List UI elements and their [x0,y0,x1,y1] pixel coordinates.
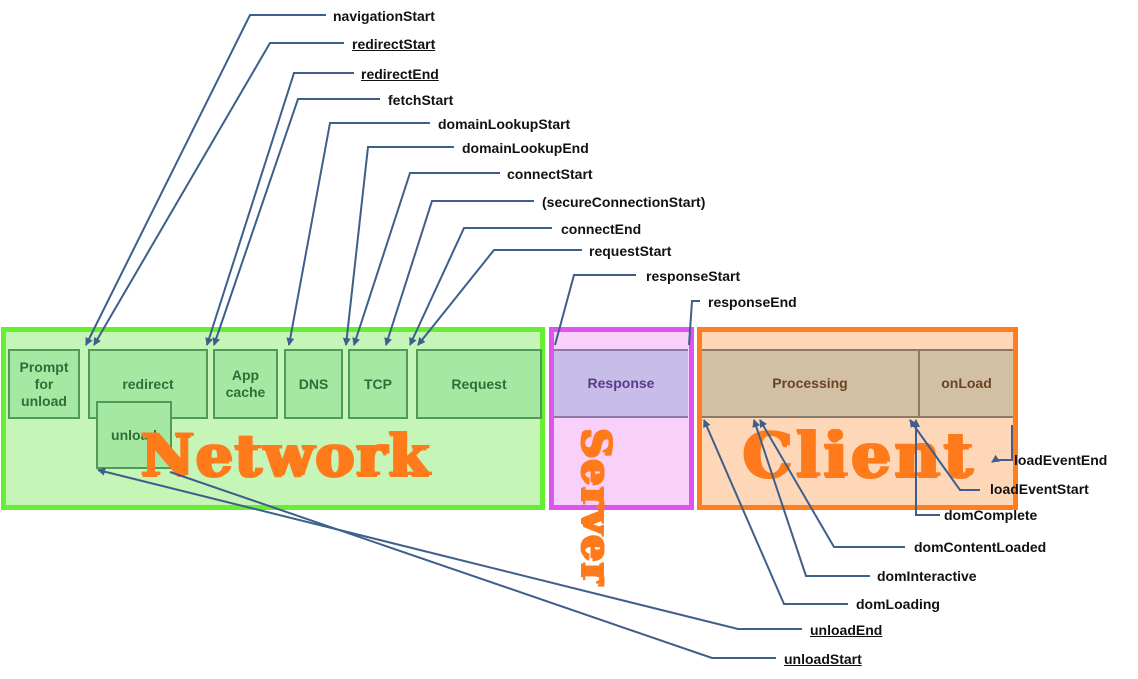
leader-domLoading [703,419,848,605]
phase-onload: onLoad [941,375,992,391]
event-unloadEnd: unloadEnd [810,622,883,638]
event-connectStart: connectStart [507,166,593,182]
leader-domContentLoaded [759,419,905,548]
event-responseEnd: responseEnd [708,294,797,310]
leader-domainLookupEnd [342,146,454,346]
event-connectEnd: connectEnd [561,221,642,237]
phase-prompt-for-unload: Prompt for unload [8,349,80,419]
leader-unloadEnd [97,467,802,630]
phase-request: Request [416,349,542,419]
leader-secureConnectionStart [384,200,534,346]
event-secureConnectionStart: (secureConnectionStart) [542,194,706,210]
event-domainLookupEnd: domainLookupEnd [462,140,589,156]
leader-requestStart [417,249,582,346]
event-loadEventEnd: loadEventEnd [1014,452,1108,468]
leader-connectEnd [409,227,552,346]
leader-loadEventStart [909,419,980,491]
phase-divider [918,349,920,418]
event-domContentLoaded: domContentLoaded [914,539,1047,555]
event-loadEventStart: loadEventStart [990,481,1089,497]
client-band [702,349,1013,418]
server-band [554,349,688,418]
event-navigationStart: navigationStart [333,8,435,24]
event-redirectStart: redirectStart [352,36,436,52]
phase-app-cache: App cache [213,349,278,419]
event-responseStart: responseStart [646,268,741,284]
phase-tcp: TCP [348,349,408,419]
leader-redirectEnd [205,72,354,346]
leader-domInteractive [752,419,870,577]
leader-responseStart [554,274,636,346]
leader-redirectStart [93,42,344,346]
event-domainLookupStart: domainLookupStart [438,116,571,132]
event-fetchStart: fetchStart [388,92,454,108]
event-domInteractive: domInteractive [877,568,977,584]
phase-dns: DNS [284,349,343,419]
leader-fetchStart [212,98,380,346]
event-domLoading: domLoading [856,596,940,612]
leader-navigationStart [85,14,326,346]
leader-loadEventEnd [991,425,1013,463]
phase-unload: unload [96,401,172,469]
leader-unloadStart [169,471,776,659]
event-unloadStart: unloadStart [784,651,862,667]
phase-response: Response [587,375,655,391]
leader-domComplete [912,419,940,516]
event-domComplete: domComplete [944,507,1038,523]
leader-responseEnd [688,300,700,346]
leader-domainLookupStart [286,122,430,346]
phase-processing: Processing [772,375,848,391]
event-requestStart: requestStart [589,243,672,259]
leader-connectStart [352,172,500,346]
event-redirectEnd: redirectEnd [361,66,439,82]
